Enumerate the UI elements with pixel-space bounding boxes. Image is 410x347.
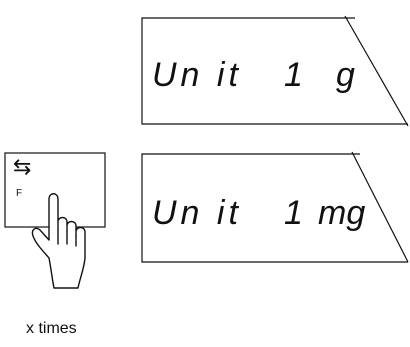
display-2-diagonal bbox=[351, 151, 409, 263]
display-2-frame bbox=[141, 153, 408, 263]
display-2-number: 1 bbox=[284, 194, 303, 232]
display-1-number: 1 bbox=[284, 56, 303, 94]
display-1-unit-text: Un it bbox=[152, 56, 242, 94]
caption-x-times: x times bbox=[26, 320, 77, 337]
display-1-frame bbox=[141, 17, 408, 125]
toggle-icon: ⇆ bbox=[13, 155, 32, 180]
display-1-unit-value: g bbox=[336, 56, 355, 94]
display-2-unit-text: Un it bbox=[152, 194, 242, 232]
display-2-unit-value: mg bbox=[318, 194, 366, 232]
display-1-diagonal bbox=[344, 15, 409, 127]
hand-icon bbox=[31, 193, 86, 289]
key-label: F bbox=[16, 188, 23, 199]
